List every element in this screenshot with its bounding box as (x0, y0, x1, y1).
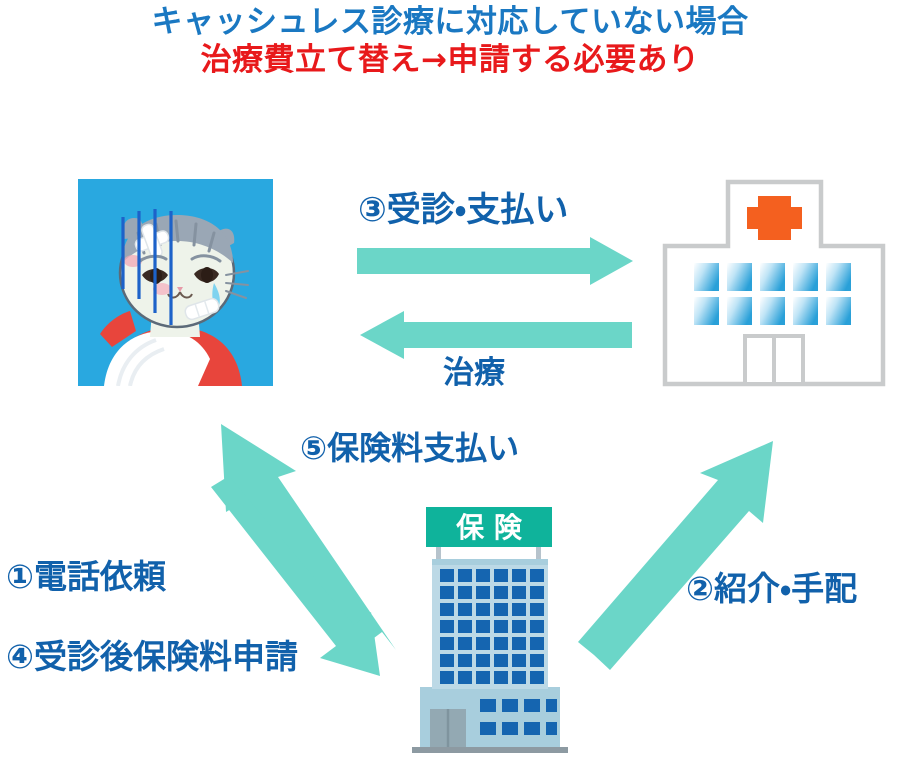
hospital-building-shape (662, 179, 886, 387)
patient-cat-illustration (78, 179, 273, 387)
hospital-entrance-doors (743, 334, 805, 386)
insurance-upper-windows (440, 569, 544, 684)
insurance-company-building: 保 険 (404, 503, 576, 753)
title-line-1: キャッシュレス診療に対応していない場合 (151, 4, 749, 40)
arrow-step2-insurance-to-hospital (578, 441, 773, 670)
gloom-lines-icon (121, 209, 173, 325)
arrow-label-step5: ⑤保険料支払い (300, 429, 520, 467)
insurance-entrance-door (430, 709, 466, 747)
hospital-icon (655, 168, 895, 400)
insurance-building-shape: 保 険 (412, 507, 568, 753)
red-cross-icon (747, 196, 802, 240)
cat-figure-icon (100, 209, 249, 387)
hospital-windows (694, 263, 851, 325)
arrow-treatment-hospital-to-patient (360, 311, 632, 359)
title-line-2: 治療費立て替え→申請する必要あり (200, 41, 700, 78)
arrow-label-step3: ③受診・支払い (358, 190, 569, 230)
arrow-label-step2: ②紹介・手配 (686, 569, 858, 608)
insurance-lower-windows (480, 699, 557, 735)
arrow-label-treatment: 治療 (443, 355, 505, 391)
arrow-label-step4: ④受診後保険料申請 (6, 637, 298, 676)
insurance-sign-text: 保 険 (456, 511, 523, 544)
arrow-step3-patient-to-hospital (357, 237, 633, 285)
insurance-sign (426, 507, 552, 547)
arrow-label-step1: ①電話依頼 (6, 557, 166, 596)
title-block: キャッシュレス診療に対応していない場合 治療費立て替え→申請する必要あり (0, 4, 900, 80)
